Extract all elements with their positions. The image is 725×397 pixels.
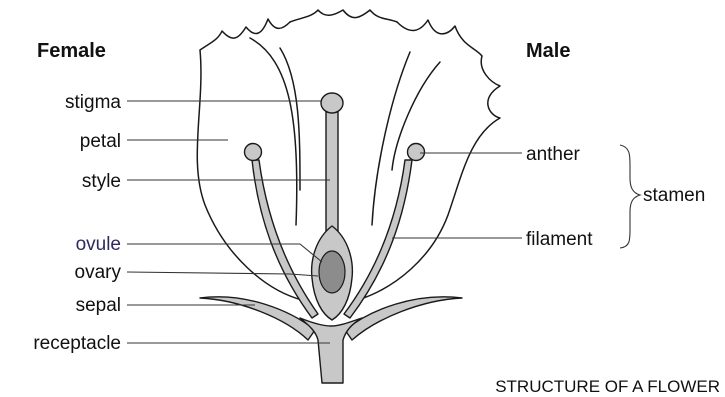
heading-male: Male	[526, 40, 570, 62]
label-style: style	[82, 171, 121, 192]
leader-ovule	[127, 244, 322, 262]
label-ovule: ovule	[76, 234, 121, 255]
anther-left	[245, 144, 262, 161]
label-filament: filament	[526, 229, 593, 250]
heading-female: Female	[37, 40, 106, 62]
sepal-left	[200, 297, 315, 340]
diagram-title: STRUCTURE OF A FLOWER	[495, 377, 720, 396]
stamen-brace	[620, 145, 640, 248]
stigma-shape	[321, 93, 343, 113]
label-receptacle: receptacle	[33, 333, 121, 354]
leader-lines	[127, 101, 640, 343]
filament-right	[344, 160, 412, 318]
label-anther: anther	[526, 144, 581, 165]
petal-left-inner-fold	[250, 38, 297, 225]
ovule-shape	[319, 251, 345, 293]
anther-right	[408, 144, 425, 161]
style-column	[326, 108, 338, 236]
label-ovary: ovary	[75, 262, 122, 283]
label-petal: petal	[80, 131, 121, 152]
label-stigma: stigma	[65, 92, 121, 113]
petal-center-outline	[290, 10, 397, 22]
label-sepal: sepal	[76, 295, 121, 316]
label-stamen: stamen	[643, 185, 705, 206]
